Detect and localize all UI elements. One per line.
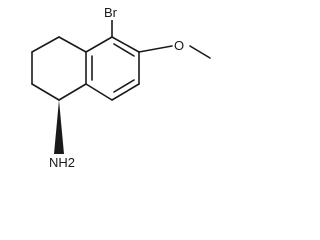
bond-c7-c8 bbox=[111, 83, 140, 101]
saturated-ring bbox=[31, 36, 87, 101]
amine-label-text: NH2 bbox=[49, 155, 76, 170]
bond-c5-c6 bbox=[111, 36, 140, 53]
bromine-label: Br bbox=[103, 5, 118, 20]
bond-c1-c8a bbox=[58, 83, 87, 101]
wedge-bond-c1-n bbox=[54, 100, 64, 154]
bond-c6-o bbox=[138, 45, 173, 53]
aromatic-ring bbox=[85, 36, 140, 101]
bond-o-ch3 bbox=[189, 45, 211, 59]
bond-c2-c1 bbox=[31, 83, 60, 101]
bond-c4a-c4 bbox=[58, 36, 87, 53]
substituents bbox=[54, 19, 211, 154]
inner-double-bond-c7-c8 bbox=[113, 79, 135, 93]
molecule-drawing bbox=[31, 19, 211, 154]
bond-c8-c8a bbox=[85, 83, 113, 101]
bond-c4a-c5 bbox=[85, 36, 113, 53]
bond-c4-c3 bbox=[31, 36, 60, 53]
amine-label: NH2 bbox=[48, 155, 77, 170]
inner-double-bond-c5-c6 bbox=[113, 43, 135, 57]
methoxy-oxygen-label: O bbox=[173, 38, 186, 53]
structure-diagram: Br O NH2 bbox=[31, 5, 211, 170]
